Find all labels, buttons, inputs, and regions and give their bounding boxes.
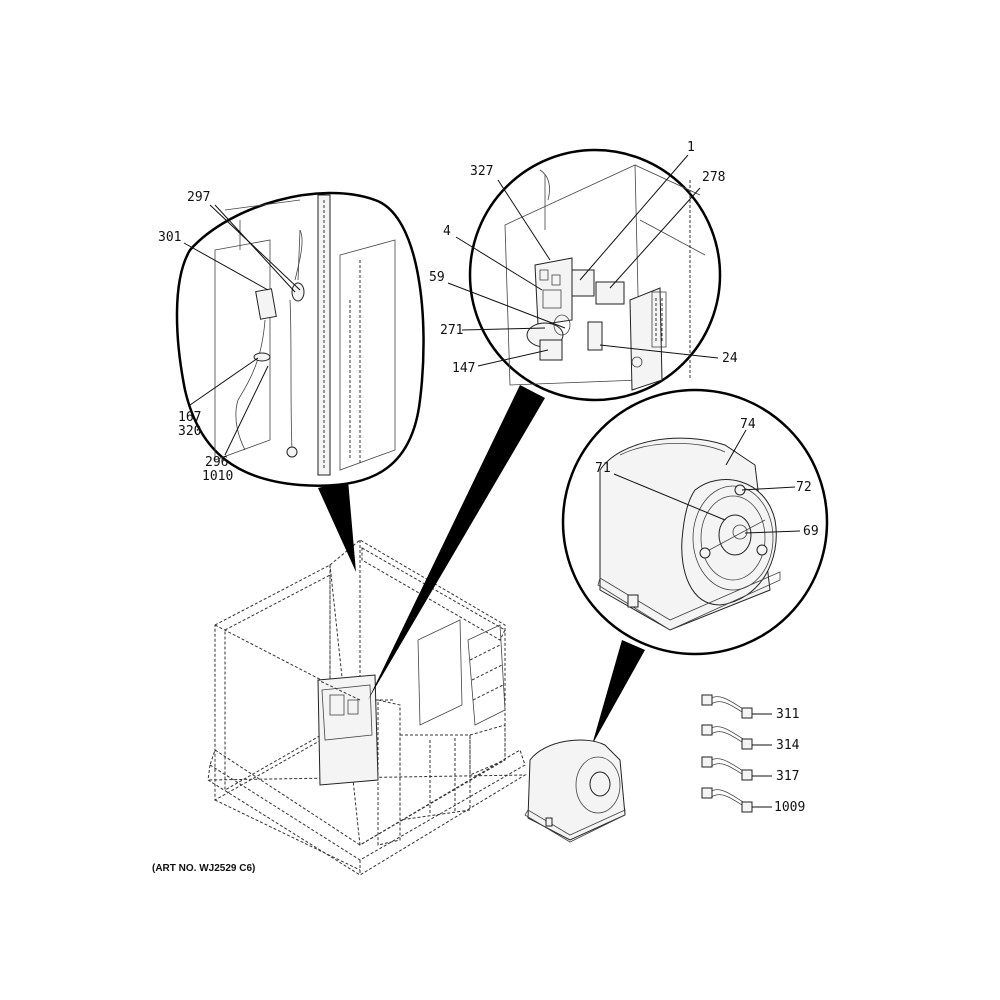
callout-327: 327 — [470, 164, 493, 179]
callout-1: 1 — [687, 140, 695, 155]
callout-278: 278 — [702, 170, 725, 185]
callout-271: 271 — [440, 323, 463, 338]
callout-72: 72 — [796, 480, 812, 495]
pointer-wedge-right — [592, 640, 645, 745]
callout-317: 317 — [776, 769, 799, 784]
callout-4: 4 — [443, 224, 451, 239]
pointer-wedge-left — [318, 480, 356, 572]
blower-assembly-small — [524, 739, 626, 843]
callout-167: 167 — [178, 410, 201, 425]
leader-lines-center — [447, 154, 719, 367]
callout-297: 297 — [187, 190, 210, 205]
wire-harness-1009 — [701, 787, 772, 813]
detail-bubble-blower — [561, 388, 829, 656]
callout-1009: 1009 — [774, 800, 805, 815]
callout-59: 59 — [429, 270, 445, 285]
callout-296: 296 — [205, 455, 228, 470]
wire-harness-314 — [701, 724, 772, 750]
callout-301: 301 — [158, 230, 181, 245]
callout-311: 311 — [776, 707, 799, 722]
leader-lines-left — [183, 204, 301, 456]
wire-harness-311 — [701, 694, 772, 719]
callout-24: 24 — [722, 351, 738, 366]
main-unit-cabinet — [206, 539, 527, 876]
detail-bubble-control-box — [468, 148, 722, 402]
callout-1010: 1010 — [202, 469, 233, 484]
callout-69: 69 — [803, 524, 819, 539]
callout-71: 71 — [595, 461, 611, 476]
leader-lines-right — [613, 429, 801, 534]
callout-314: 314 — [776, 738, 800, 753]
callout-74: 74 — [740, 417, 756, 432]
art-number-note: (ART NO. WJ2529 C6) — [152, 863, 255, 874]
pointer-wedge-center — [368, 385, 545, 700]
wire-harness-317 — [701, 756, 772, 781]
callout-147: 147 — [452, 361, 475, 376]
detail-bubble-tubing — [175, 191, 425, 487]
callout-320: 320 — [178, 424, 201, 439]
